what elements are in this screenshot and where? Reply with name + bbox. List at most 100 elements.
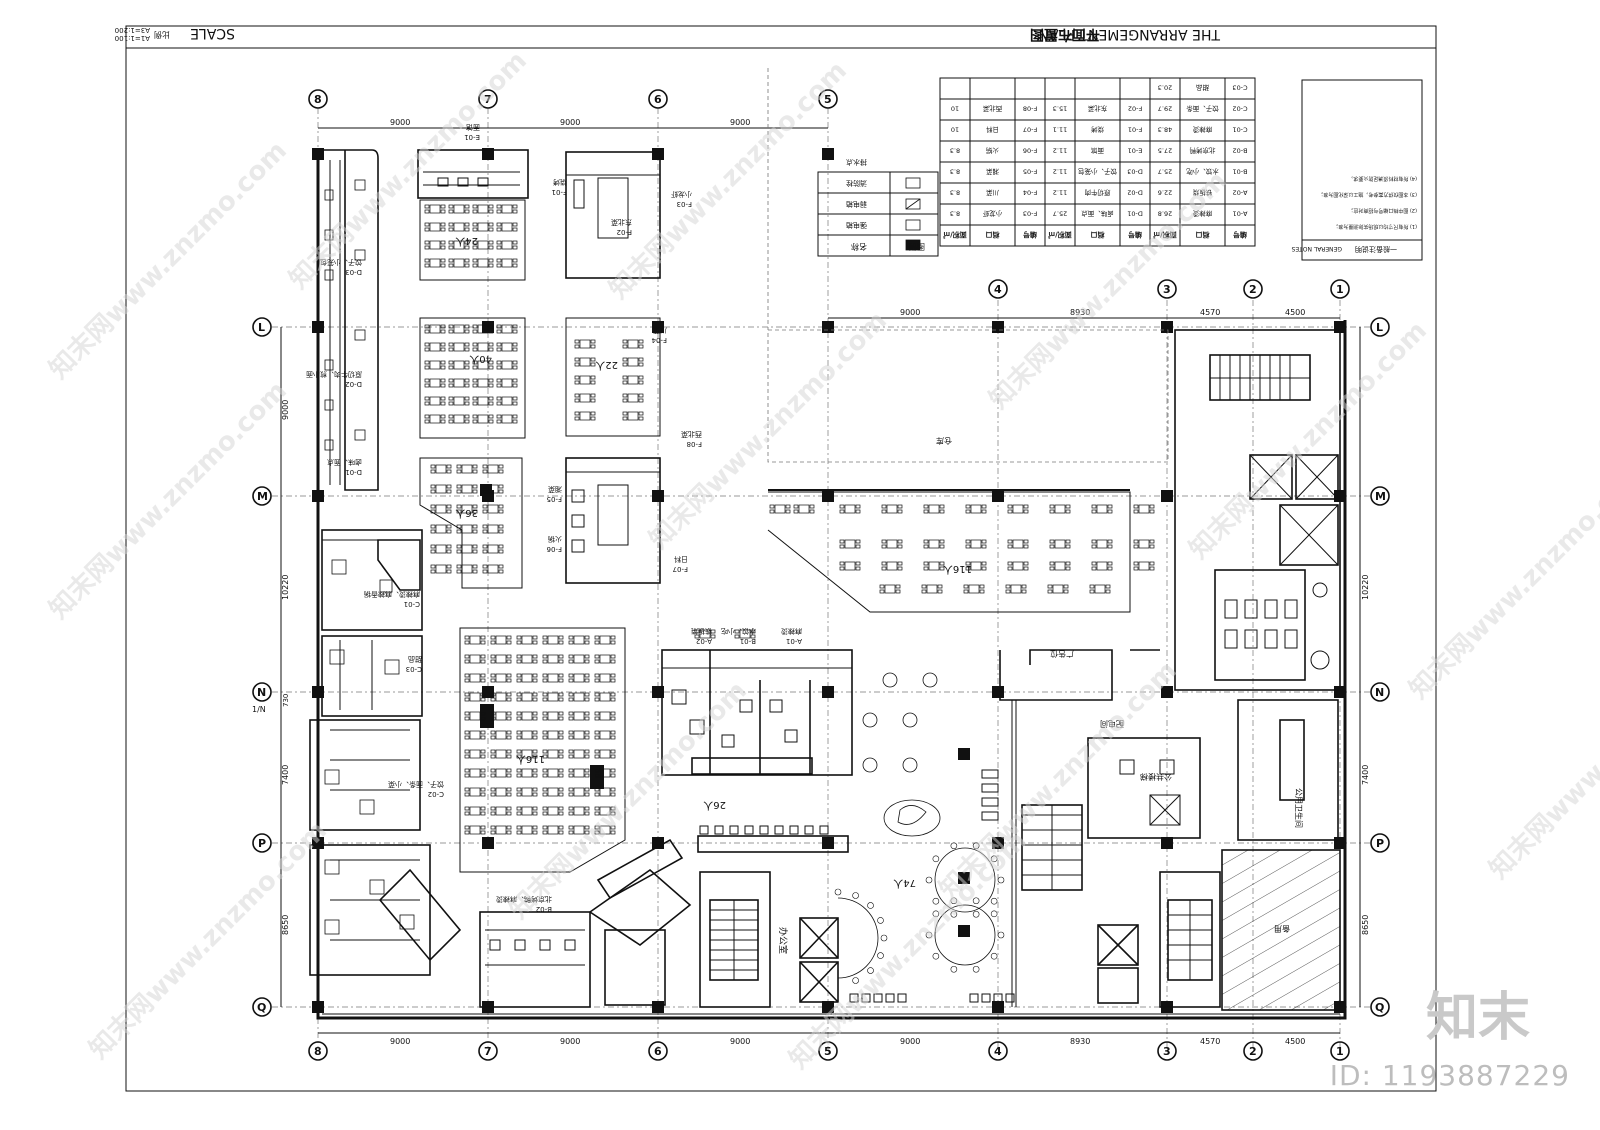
dim-right-3: 8650 <box>1361 915 1370 935</box>
dim-bot-6: 4570 <box>1200 1037 1220 1046</box>
grid-row-1N: 1/N <box>252 705 266 714</box>
notes-line: (1) 所有尺寸均以现场实际测量为准； <box>1333 223 1417 230</box>
dim-left-4: 8650 <box>281 915 290 935</box>
shop-code: A-02 <box>696 637 712 645</box>
room-unassigned: 仓库 <box>936 436 952 446</box>
schedule-cell: 水饺、小吃 <box>1186 168 1219 177</box>
shop-name: 原切牛肉、煎小面 <box>306 370 362 379</box>
kitchen-f01 <box>565 151 661 279</box>
shop-name: 北京烤鸭、麻辣烫 <box>496 895 552 904</box>
schedule-cell: 8.3 <box>950 168 960 176</box>
schedule-cell: 火锅 <box>986 147 1000 156</box>
grid-col-7: 7 <box>484 93 492 106</box>
schedule-cell: B-01 <box>1232 168 1247 176</box>
sheet-title-en: THE ARRANGEMENT PLAN <box>1038 26 1221 42</box>
watermark-text: 知末网www.znzmo.com <box>984 166 1233 415</box>
watermark-text: 知末网www.znzmo.com <box>604 56 853 305</box>
shop-code: F-05 <box>547 495 562 503</box>
legend-item: 弱电箱 <box>846 200 867 209</box>
legend-item: 强电箱 <box>846 221 867 230</box>
schedule-cell: 卤味、面点 <box>1081 210 1114 219</box>
grid-colb-5: 5 <box>824 1045 832 1058</box>
grid-colb-3: 3 <box>1163 1045 1171 1058</box>
shop-name: 烧烤 <box>553 178 567 187</box>
shop-name: 湘菜 <box>548 485 562 494</box>
schedule-cell: 麻辣烫 <box>1192 126 1212 135</box>
shop-code: C-02 <box>428 790 444 798</box>
dim-left-small: 730 <box>282 694 290 707</box>
room-22-outline <box>565 317 661 437</box>
shop-code: D-02 <box>345 380 362 388</box>
legend-table <box>817 171 939 257</box>
notes-title-en: GENERAL NOTES <box>1291 245 1342 252</box>
schedule-cell: 25.7 <box>1053 210 1067 218</box>
dim-left-1: 9000 <box>281 400 290 420</box>
scale-label: SCALE <box>190 25 235 41</box>
shop-name: 东北菜 <box>611 218 632 227</box>
notes-line: (2) 图中档口编号与招商对应； <box>1348 207 1417 214</box>
dim-left-2: 10220 <box>281 575 290 600</box>
schedule-cell: 甜品 <box>1196 84 1209 93</box>
shop-code: C-01 <box>404 600 420 608</box>
schedule-cell: 27.5 <box>1158 147 1172 155</box>
room-26: 26人 <box>703 799 726 811</box>
shop-name: 川菜 <box>653 326 667 335</box>
schedule-header: 面积/㎡ <box>1153 231 1177 240</box>
shop-name: 小龙虾 <box>671 190 692 199</box>
grid-rowr-Q: Q <box>1375 1001 1384 1014</box>
grid-col-6: 6 <box>654 93 662 106</box>
schedule-cell: F-05 <box>1023 168 1037 176</box>
schedule-header: 面积/㎡ <box>943 231 967 240</box>
schedule-table <box>939 77 1256 247</box>
dim-topr-2: 8930 <box>1070 308 1090 317</box>
dim-right-2: 7400 <box>1361 765 1370 785</box>
structural-columns <box>312 148 1346 1013</box>
schedule-cell: 11.2 <box>1053 189 1067 197</box>
dim-topr-1: 9000 <box>900 308 920 317</box>
kitchen-e01 <box>417 149 529 199</box>
shop-code: C-03 <box>406 665 422 673</box>
schedule-header: 档口 <box>1196 231 1211 240</box>
schedule-header: 编号 <box>1233 231 1247 240</box>
grid-rowr-P: P <box>1376 837 1384 850</box>
shop-name: 饺子、小笼包 <box>320 258 362 267</box>
outer-walls <box>316 150 1347 1020</box>
schedule-cell: 11.2 <box>1053 147 1067 155</box>
schedule-cell: C-01 <box>1232 126 1247 134</box>
schedule-cell: D-03 <box>1127 168 1143 176</box>
schedule-cell: 原切牛肉 <box>1085 189 1111 198</box>
schedule-cell: 8.3 <box>950 189 960 197</box>
room-74: 74人 <box>893 877 916 889</box>
schedule-cell: 铁板烧 <box>1192 189 1212 198</box>
schedule-header: 档口 <box>1091 231 1106 240</box>
shop-code: F-07 <box>673 565 688 573</box>
shop-name: 卤味、面点 <box>327 458 362 467</box>
west-kitchen-zone <box>309 149 462 976</box>
schedule-cell: 烧烤 <box>1091 126 1105 135</box>
schedule-cell: F-01 <box>1128 126 1142 134</box>
room-reserve: 备用 <box>1274 924 1290 934</box>
watermark-text: 知末网www.znzmo.com <box>84 816 333 1065</box>
legend-item: 消防栓 <box>846 179 867 188</box>
schedule-cell: F-03 <box>1023 210 1037 218</box>
dim-top-3: 9000 <box>730 118 750 127</box>
scale-unit: 比例 <box>154 30 170 40</box>
watermark-text: 知末网www.znzmo.com <box>44 136 293 385</box>
schedule-cell: C-03 <box>1232 84 1247 92</box>
schedule-cell: E-01 <box>1128 147 1143 155</box>
shop-code: F-01 <box>552 188 567 196</box>
room-front: 广告位 <box>1050 649 1074 659</box>
central-kitchen-block <box>661 649 853 776</box>
sheet-title-cn: 平面布置图 <box>1030 26 1100 43</box>
room-stair-label: 公共楼梯 <box>1140 772 1172 782</box>
dim-bot-5: 8930 <box>1070 1037 1090 1046</box>
room-public-wc: 公用卫生间 <box>1294 788 1304 828</box>
schedule-cell: 11.1 <box>1053 126 1067 134</box>
schedule-cell: 48.3 <box>1158 126 1172 134</box>
grid-colb-8: 8 <box>314 1045 322 1058</box>
schedule-header: 编号 <box>1023 231 1037 240</box>
grid-colb-1: 1 <box>1336 1045 1344 1058</box>
schedule-cell: A-02 <box>1233 189 1248 197</box>
room-116-east: 116人 <box>943 563 972 575</box>
